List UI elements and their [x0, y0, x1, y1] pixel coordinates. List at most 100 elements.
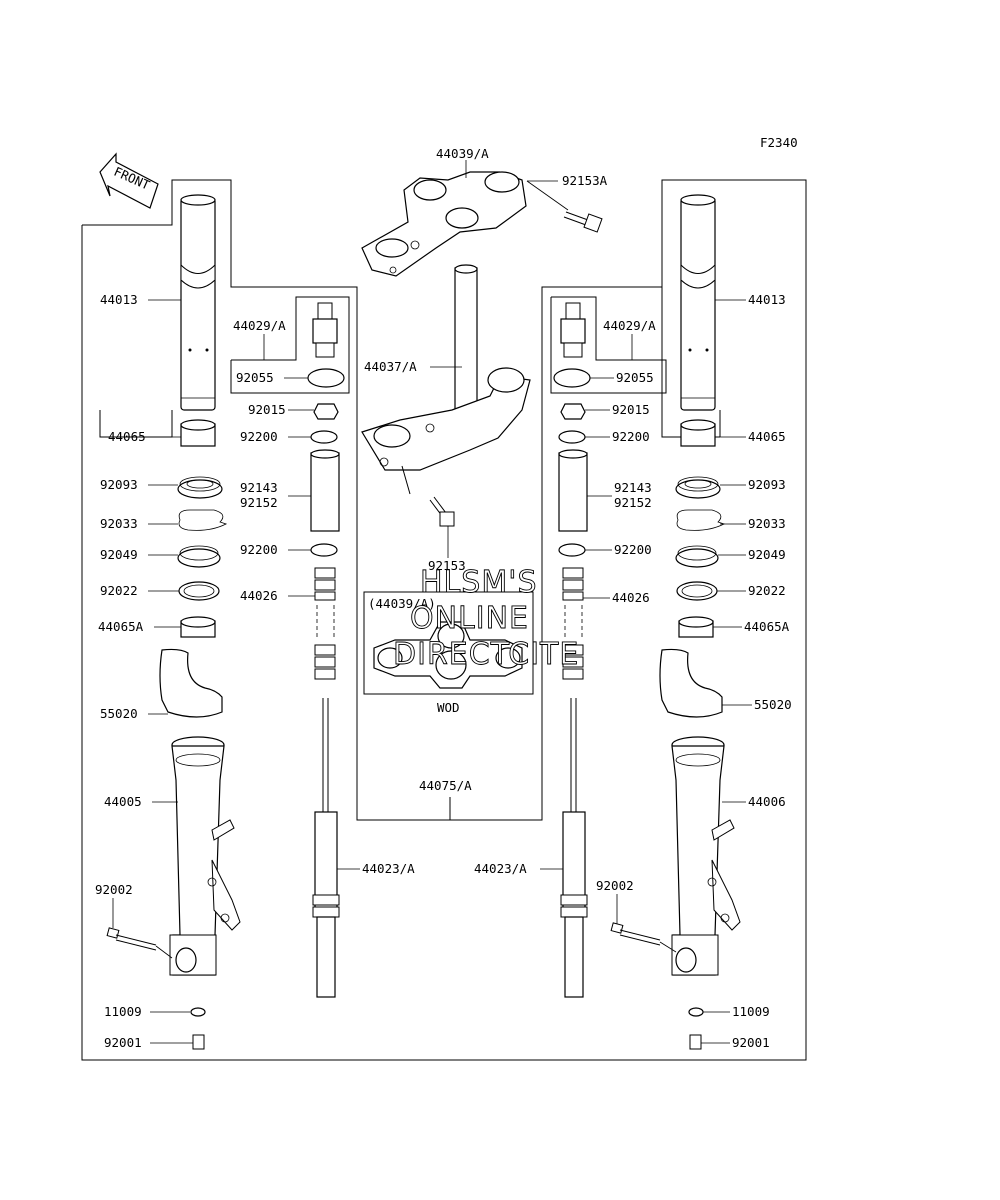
label-right-92001: 92001 — [732, 1035, 770, 1050]
label-right-92200-b: 92200 — [614, 542, 652, 557]
label-right-44023A: 44023/A — [474, 861, 527, 876]
pinch-bolt-upper — [563, 211, 603, 233]
label-right-92143: 92143 — [614, 480, 652, 495]
fork-spring-left — [314, 567, 336, 680]
label-44075A: 44075/A — [419, 778, 472, 793]
inner-tube-right — [680, 194, 716, 411]
label-right-55020: 55020 — [754, 697, 792, 712]
dust-seal-right — [675, 476, 721, 499]
o-ring-left — [307, 368, 345, 388]
oil-seal-right — [675, 545, 719, 568]
leader-lines — [112, 160, 752, 1044]
label-left-92001: 92001 — [104, 1035, 142, 1050]
label-left-44026: 44026 — [240, 588, 278, 603]
label-left-44013: 44013 — [100, 292, 138, 307]
bushing-a-right — [678, 616, 714, 638]
label-left-55020: 55020 — [100, 706, 138, 721]
watermark-line-2: ONLINE — [410, 601, 529, 636]
washer-92200-b-left — [310, 543, 338, 557]
axle-bolt-left — [106, 927, 157, 951]
nut-left — [313, 403, 339, 420]
bushing-a-left — [180, 616, 216, 638]
inset-title: (44039/A) — [368, 596, 436, 611]
label-right-92152: 92152 — [614, 495, 652, 510]
label-right-92200-a: 92200 — [612, 429, 650, 444]
label-left-92200-a: 92200 — [240, 429, 278, 444]
label-left-44029A: 44029/A — [233, 318, 286, 333]
label-left-44065: 44065 — [108, 429, 146, 444]
label-right-92033: 92033 — [748, 516, 786, 531]
clip-left — [178, 509, 228, 531]
drain-washer-left — [190, 1007, 206, 1017]
upper-bracket — [361, 171, 527, 277]
washer-92200-a-left — [310, 430, 338, 444]
left-fork-parts — [106, 194, 345, 1050]
clip-right — [676, 509, 726, 531]
part-labels: 44039/A 92153A 44037/A 92153 44075/A 440… — [95, 146, 792, 1050]
front-arrow-icon: FRONT — [99, 152, 159, 209]
watermark-line-3: DIRECTCITE — [393, 637, 579, 672]
label-left-92049: 92049 — [100, 547, 138, 562]
label-left-92152: 92152 — [240, 495, 278, 510]
label-left-92093: 92093 — [100, 477, 138, 492]
washer-left — [178, 581, 220, 601]
label-left-92055: 92055 — [236, 370, 274, 385]
label-right-92055: 92055 — [616, 370, 654, 385]
label-44037A: 44037/A — [364, 359, 417, 374]
label-right-92002: 92002 — [596, 878, 634, 893]
label-right-44013: 44013 — [748, 292, 786, 307]
label-92153A: 92153A — [562, 173, 608, 188]
label-left-92143: 92143 — [240, 480, 278, 495]
fork-guard-right — [659, 648, 723, 718]
inset-caption: WOD — [437, 700, 460, 715]
o-ring-right — [553, 368, 591, 388]
label-44039A: 44039/A — [436, 146, 489, 161]
label-left-44023A: 44023/A — [362, 861, 415, 876]
label-left-44065A: 44065A — [98, 619, 144, 634]
label-right-92093: 92093 — [748, 477, 786, 492]
label-right-92015: 92015 — [612, 402, 650, 417]
damper-rod-left — [312, 698, 340, 998]
damper-rod-right — [560, 698, 588, 998]
washer-right — [676, 581, 718, 601]
drain-bolt-right — [689, 1034, 702, 1050]
watermark-line-1: HLSM'S — [420, 565, 538, 600]
inset-box: (44039/A) WOD — [363, 591, 534, 715]
label-right-92049: 92049 — [748, 547, 786, 562]
label-left-11009: 11009 — [104, 1004, 142, 1019]
label-left-44005: 44005 — [104, 794, 142, 809]
label-left-92033: 92033 — [100, 516, 138, 531]
label-right-44006: 44006 — [748, 794, 786, 809]
dust-seal-left — [177, 476, 223, 499]
cap-bolt-right — [560, 302, 586, 358]
nut-right — [560, 403, 586, 420]
outer-tube-left — [169, 736, 241, 976]
label-left-92022: 92022 — [100, 583, 138, 598]
label-left-92200-b: 92200 — [240, 542, 278, 557]
drain-washer-right — [688, 1007, 704, 1017]
center-parts: (44039/A) WOD — [361, 171, 603, 715]
washer-92200-a-right — [558, 430, 586, 444]
diagram-id: F2340 — [760, 135, 798, 150]
assembly-outline — [81, 179, 807, 1061]
inner-tube-left — [180, 194, 216, 411]
washer-92200-b-right — [558, 543, 586, 557]
pinch-bolt-lower — [429, 496, 455, 527]
cap-bolt-left — [312, 302, 338, 358]
outer-tube-right — [671, 736, 741, 976]
steering-stem — [361, 264, 531, 495]
label-left-92015: 92015 — [248, 402, 286, 417]
label-right-44065: 44065 — [748, 429, 786, 444]
right-fork-parts — [553, 194, 741, 1050]
bushing-right — [680, 419, 716, 447]
label-92153: 92153 — [428, 558, 466, 573]
watermark: HLSM'S ONLINE DIRECTCITE — [393, 565, 579, 673]
label-left-92002: 92002 — [95, 882, 133, 897]
oil-seal-left — [177, 545, 221, 568]
axle-bolt-right — [610, 922, 661, 946]
spacer-right — [558, 449, 588, 532]
label-right-44065A: 44065A — [744, 619, 790, 634]
label-right-44026: 44026 — [612, 590, 650, 605]
label-right-92022: 92022 — [748, 583, 786, 598]
